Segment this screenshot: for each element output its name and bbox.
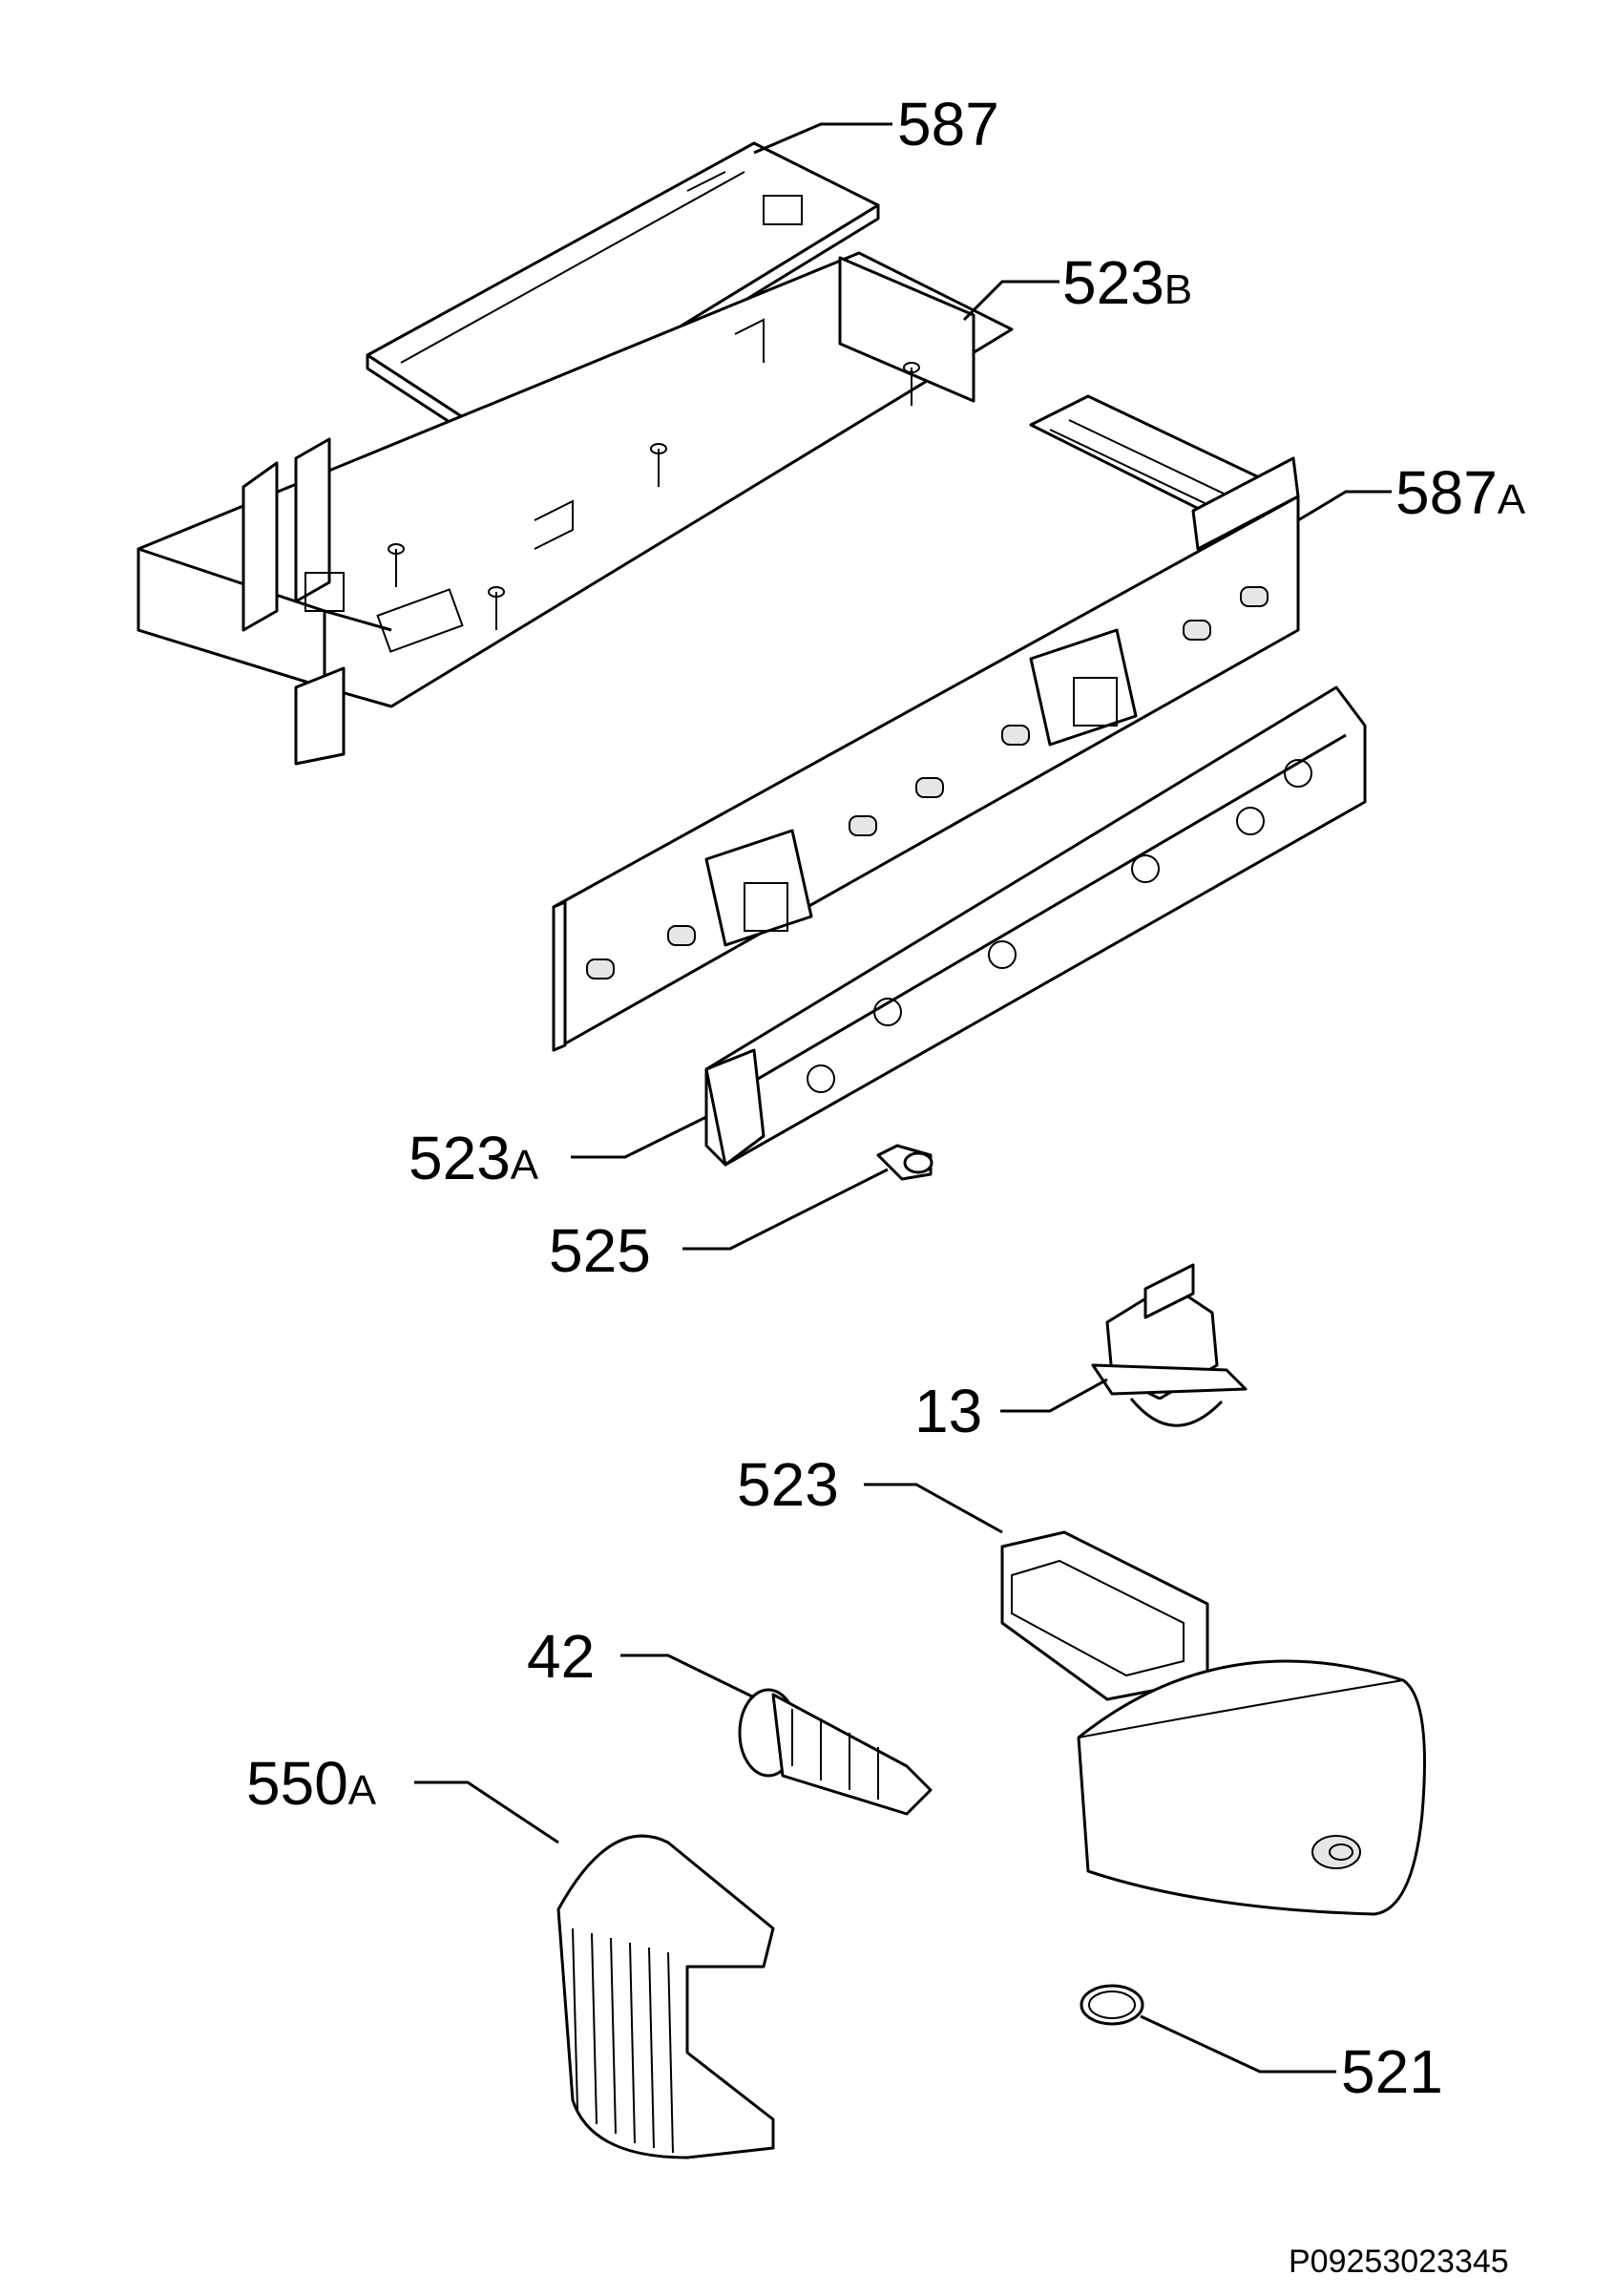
label-525: 525 — [549, 1216, 651, 1285]
label-523: 523 — [737, 1450, 839, 1519]
label-587: 587 — [897, 90, 999, 158]
part-525-pin — [876, 1144, 933, 1181]
label-523a: 523A — [409, 1124, 539, 1192]
part-550a-end-cap — [556, 1834, 775, 2159]
label-550a: 550A — [246, 1749, 377, 1818]
label-42: 42 — [527, 1622, 595, 1691]
part-521-o-ring — [1080, 1984, 1144, 2026]
leader-523b — [962, 280, 1059, 322]
leader-42 — [620, 1654, 755, 1699]
leader-523a — [571, 1115, 707, 1159]
part-42-bulb-holder — [738, 1688, 933, 1816]
leader-13 — [1000, 1378, 1108, 1413]
part-13-switch — [1091, 1263, 1248, 1427]
label-587a: 587A — [1395, 458, 1526, 527]
label-521: 521 — [1341, 2037, 1443, 2106]
leader-525 — [682, 1168, 889, 1251]
part-523a-button-carrier — [704, 685, 1367, 1167]
leader-521 — [1140, 2014, 1336, 2074]
leader-lines — [414, 122, 1392, 2074]
leader-550a — [414, 1780, 559, 1844]
document-id: P09253023345 — [1289, 2243, 1509, 2280]
part-587a-display-board — [552, 394, 1300, 1052]
part-523-cover — [1000, 1530, 1426, 1916]
leader-587 — [753, 122, 892, 155]
callout-labels: 587 523B 587A 523A 525 13 523 42 550A 52… — [246, 90, 1526, 2106]
leader-523 — [864, 1483, 1003, 1534]
leader-587a — [1297, 490, 1392, 522]
part-523b-chassis — [136, 251, 1014, 766]
label-523b: 523B — [1062, 248, 1192, 317]
label-13: 13 — [914, 1377, 982, 1445]
